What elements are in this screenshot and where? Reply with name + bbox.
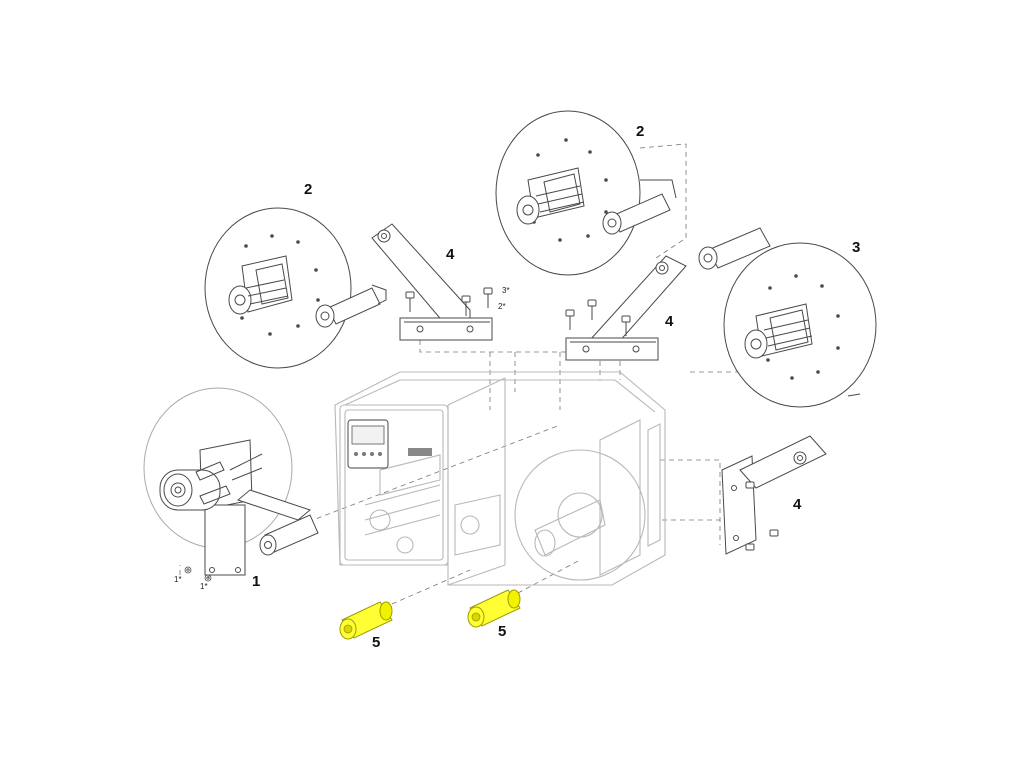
callout-3-star: 3* (502, 286, 510, 295)
callout-4-left: 4 (446, 246, 455, 263)
mounting-bracket-4-right (721, 435, 827, 555)
bolt-right-3 (769, 529, 779, 537)
callout-4-right: 4 (793, 496, 802, 513)
callout-5-right: 5 (498, 623, 507, 640)
callout-1-star-b: 1* (200, 582, 208, 591)
callout-4-center: 4 (665, 313, 674, 330)
mounting-bracket-4-left (371, 223, 493, 341)
mounting-bracket-4-center (565, 255, 687, 361)
bolt-center-3 (621, 315, 631, 336)
callout-2-top: 2 (636, 123, 645, 140)
reel-disc-2-top (495, 110, 677, 276)
callout-1-star-a: 1* (174, 575, 182, 584)
highlighted-sleeve-5-right (467, 589, 521, 628)
bolt-right-1 (745, 481, 755, 489)
callout-2-left: 2 (304, 181, 313, 198)
reel-disc-3 (698, 227, 877, 408)
bolt-center-1 (565, 309, 575, 330)
bolt-left-1 (405, 291, 415, 312)
callout-1: 1 (252, 573, 261, 590)
callout-2-star: 2* (498, 302, 506, 311)
bolt-right-2 (745, 543, 755, 551)
screw-1a (184, 566, 192, 574)
printer-body (334, 371, 666, 586)
printer-display (347, 419, 432, 469)
bolt-left-3 (483, 287, 493, 308)
bolt-center-2 (587, 299, 597, 320)
reel-disc-2-left (204, 207, 387, 369)
bolt-left-2 (461, 295, 471, 316)
rewinder-unit-1 (143, 387, 319, 576)
callout-5-left: 5 (372, 634, 381, 651)
highlighted-sleeve-5-left (339, 601, 393, 640)
callout-3: 3 (852, 239, 861, 256)
screw-1b (204, 574, 212, 582)
